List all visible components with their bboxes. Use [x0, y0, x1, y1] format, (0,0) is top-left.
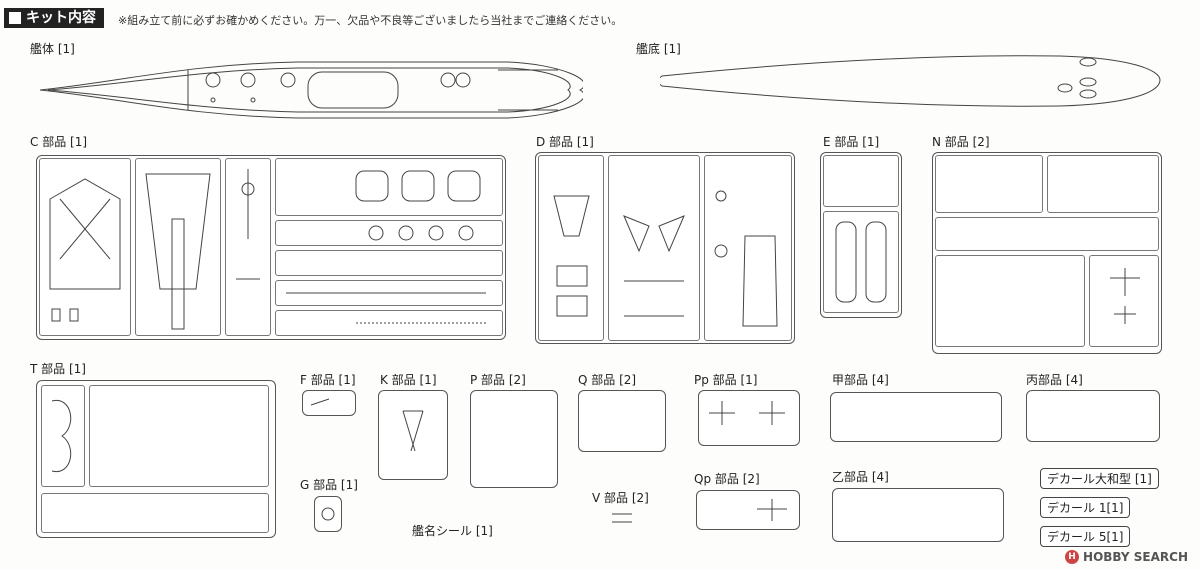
- label-k: K 部品 [1]: [380, 373, 437, 387]
- c-superstructure: [135, 158, 221, 336]
- v-parts: [612, 513, 632, 523]
- label-g: G 部品 [1]: [300, 478, 358, 492]
- label-bottom: 艦底 [1]: [636, 42, 681, 56]
- decal-yamato: デカール大和型 [1]: [1040, 468, 1159, 489]
- t-plate: [41, 493, 269, 533]
- n-masts: [1047, 155, 1159, 213]
- c-deck-frame: [39, 158, 131, 336]
- c-rails: [275, 310, 503, 336]
- panel-pp: [698, 390, 800, 446]
- section-header: キット内容: [4, 8, 104, 28]
- bottom-drawing: [660, 55, 1161, 107]
- panel-k: [378, 390, 448, 480]
- decal-1: デカール 1[1]: [1040, 497, 1131, 518]
- d-bridge: [538, 155, 604, 341]
- panel-e: [820, 152, 902, 318]
- n-parts-row: [935, 217, 1159, 251]
- n-aircraft: [1089, 255, 1159, 347]
- panel-t: [36, 380, 276, 538]
- n-turrets: [935, 155, 1043, 213]
- label-d: D 部品 [1]: [536, 135, 594, 149]
- panel-p: [470, 390, 558, 488]
- label-pp: Pp 部品 [1]: [694, 373, 758, 387]
- d-deck: [704, 155, 792, 341]
- c-turrets: [275, 158, 503, 216]
- logo-mark-icon: H: [1065, 550, 1080, 564]
- label-otsu: 乙部品 [4]: [832, 470, 889, 484]
- panel-qp: [696, 490, 800, 530]
- label-kou: 甲部品 [4]: [832, 373, 889, 387]
- label-qp: Qp 部品 [2]: [694, 472, 760, 486]
- label-p: P 部品 [2]: [470, 373, 526, 387]
- label-v: V 部品 [2]: [592, 491, 649, 505]
- panel-q: [578, 390, 666, 452]
- label-seal: 艦名シール [1]: [412, 524, 493, 538]
- check-note: ※組み立て前に必ずお確かめください。万一、欠品や不良等ございましたら当社までご連…: [118, 14, 623, 27]
- d-platforms: [608, 155, 700, 341]
- label-q: Q 部品 [2]: [578, 373, 637, 387]
- label-f: F 部品 [1]: [300, 373, 356, 387]
- label-hei: 丙部品 [4]: [1026, 373, 1083, 387]
- panel-otsu: [832, 488, 1004, 542]
- label-n: N 部品 [2]: [932, 135, 990, 149]
- square-icon: [8, 11, 22, 25]
- panel-d: [535, 152, 795, 344]
- c-small-parts: [275, 250, 503, 276]
- c-mast: [225, 158, 271, 336]
- e-bottom: [823, 211, 899, 313]
- panel-hei: [1026, 390, 1160, 442]
- panel-n: [932, 152, 1162, 354]
- label-e: E 部品 [1]: [823, 135, 880, 149]
- logo-text: HOBBY SEARCH: [1083, 550, 1188, 564]
- c-guns: [275, 280, 503, 306]
- t-frame: [41, 385, 85, 487]
- label-c: C 部品 [1]: [30, 135, 88, 149]
- panel-f: [302, 390, 356, 416]
- label-t: T 部品 [1]: [30, 362, 86, 376]
- hull-drawing: [39, 61, 583, 119]
- n-small-parts: [935, 255, 1085, 347]
- c-rings: [275, 220, 503, 246]
- panel-g: [314, 496, 342, 532]
- hobby-search-logo: H HOBBY SEARCH: [1065, 550, 1188, 564]
- label-hull: 艦体 [1]: [30, 42, 75, 56]
- section-title: キット内容: [26, 10, 96, 26]
- decal-5: デカール 5[1]: [1040, 526, 1131, 547]
- panel-kou: [830, 392, 1002, 442]
- panel-c: [36, 155, 506, 340]
- e-top: [823, 155, 899, 207]
- t-panels: [89, 385, 269, 487]
